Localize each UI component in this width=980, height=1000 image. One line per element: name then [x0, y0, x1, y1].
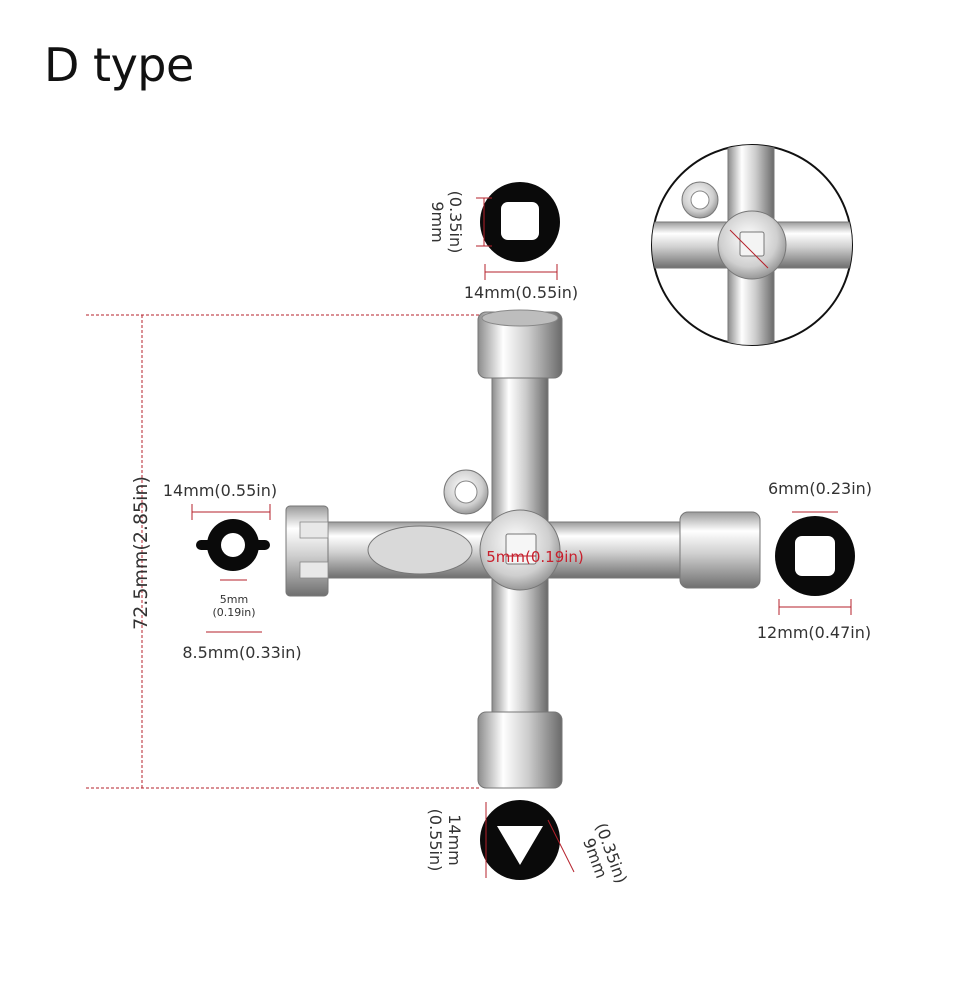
left-width-label: 8.5mm(0.33in) [182, 643, 301, 662]
left-inner-label-a: 5mm [220, 593, 248, 606]
right-socket-profile: 6mm(0.23in) 12mm(0.47in) [757, 479, 872, 642]
center-label: 5mm(0.19in) [486, 548, 584, 566]
left-socket-profile: 14mm(0.55in) 5mm (0.19in) 8.5mm(0.33in) [163, 481, 302, 662]
cross-key-icon [285, 309, 761, 789]
right-outer-label: 12mm(0.47in) [757, 623, 871, 642]
right-inner-label: 6mm(0.23in) [768, 479, 872, 498]
bottom-height-label-a: 14mm [445, 814, 464, 866]
overall-height-label: 72.5mm(2.85in) [130, 476, 152, 630]
page-title: D type [44, 38, 194, 92]
bottom-height-label-b: (0.55in) [426, 809, 445, 872]
left-inner-label-b: (0.19in) [212, 606, 255, 619]
top-height-label-a: 9mm [428, 201, 447, 242]
top-height-label-b: (0.35in) [446, 191, 465, 254]
center-dimension: 5mm(0.19in) [486, 548, 584, 566]
top-socket-profile: 9mm (0.35in) 14mm(0.55in) [428, 182, 578, 302]
magnified-center-icon [651, 144, 853, 346]
bottom-socket-profile: 14mm (0.55in) 9mm (0.35in) [426, 800, 631, 886]
left-outer-label: 14mm(0.55in) [163, 481, 277, 500]
top-width-label: 14mm(0.55in) [464, 283, 578, 302]
overall-height-dimension: 72.5mm(2.85in) [86, 314, 480, 789]
